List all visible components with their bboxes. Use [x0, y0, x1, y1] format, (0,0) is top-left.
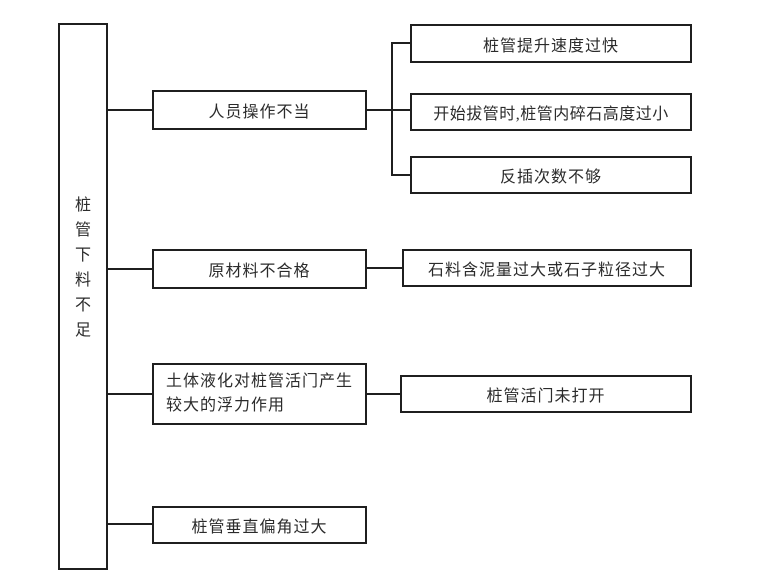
connector-line — [367, 393, 400, 395]
connector-line — [392, 42, 410, 44]
connector-line — [108, 523, 152, 525]
cause-label: 人员操作不当 — [208, 104, 311, 121]
connector-line — [367, 109, 410, 111]
connector-line — [391, 42, 393, 176]
subcause-box-valve-not-opened: 桩管活门未打开 — [400, 375, 692, 413]
subcause-label: 开始拔管时,桩管内碎石高度过小 — [433, 106, 669, 123]
subcause-label: 桩管提升速度过快 — [482, 37, 619, 55]
cause-label: 桩管垂直偏角过大 — [191, 519, 328, 536]
connector-line — [367, 267, 402, 269]
subcause-label: 反插次数不够 — [499, 169, 602, 186]
cause-box-unqualified-raw-materials: 原材料不合格 — [152, 249, 367, 289]
cause-box-soil-liquefaction-buoyancy: 土体液化对桩管活门产生 较大的浮力作用 — [152, 363, 367, 425]
root-box-pile-pipe-feed-shortage — [58, 23, 108, 570]
subcause-box-stone-mud-or-particle-size: 石料含泥量过大或石子粒径过大 — [402, 249, 692, 287]
cause-box-pipe-vertical-deviation: 桩管垂直偏角过大 — [152, 506, 367, 544]
cause-label: 原材料不合格 — [208, 263, 311, 280]
connector-line — [108, 268, 152, 270]
subcause-label: 石料含泥量过大或石子粒径过大 — [427, 262, 666, 279]
cause-label-line1: 土体液化对桩管活门产生 — [166, 373, 354, 390]
connector-line — [392, 174, 410, 176]
subcause-box-insufficient-reinsertion: 反插次数不够 — [410, 156, 692, 194]
cause-box-improper-operation: 人员操作不当 — [152, 90, 367, 130]
subcause-label: 桩管活门未打开 — [486, 388, 606, 405]
subcause-box-lifting-speed-too-fast: 桩管提升速度过快 — [410, 24, 692, 63]
connector-line — [108, 393, 152, 395]
connector-line — [108, 109, 152, 111]
cause-label-line2: 较大的浮力作用 — [166, 397, 286, 414]
root-box-label: 桩管下料不足 — [74, 197, 91, 339]
subcause-box-gravel-height-too-small: 开始拔管时,桩管内碎石高度过小 — [410, 93, 692, 131]
